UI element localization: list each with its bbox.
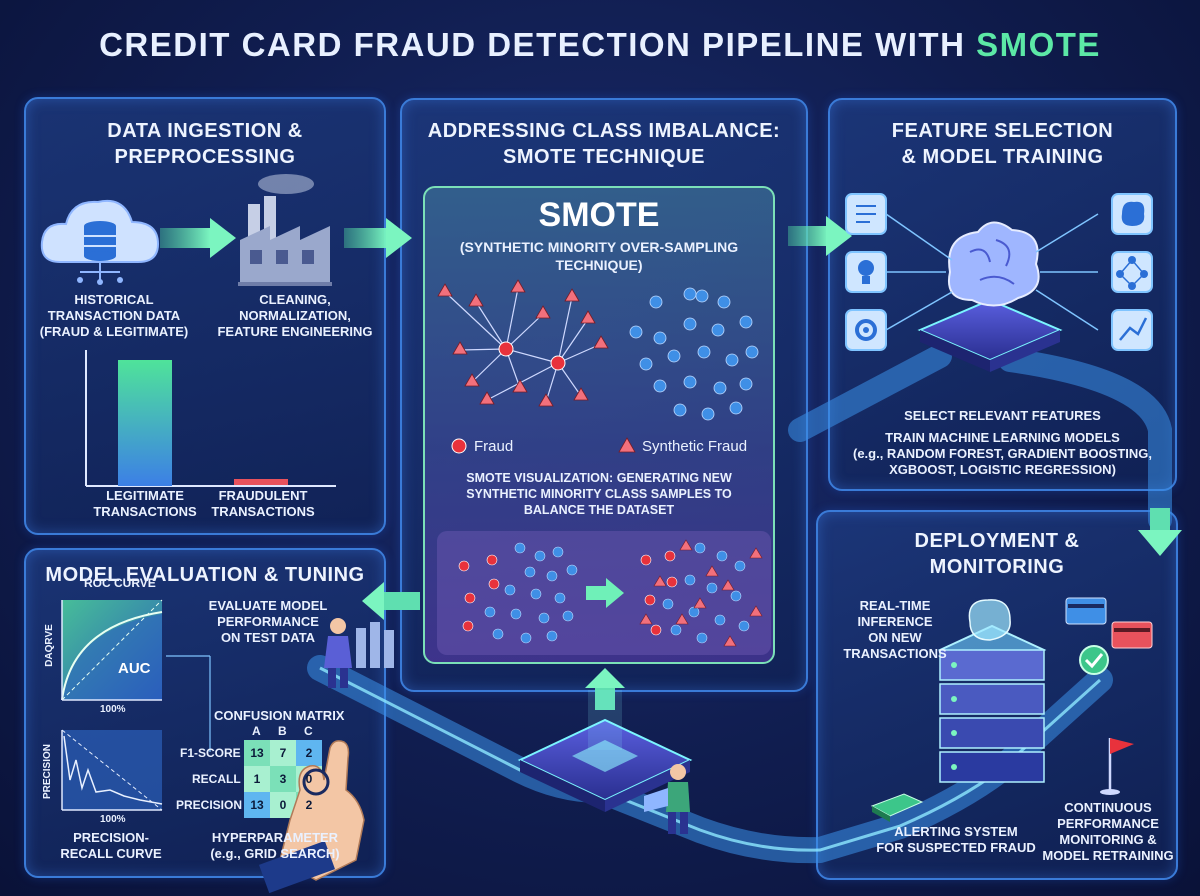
cm-cell: 0 [279, 798, 287, 812]
person-laptop-icon [644, 764, 690, 834]
cloud-database-icon [40, 200, 160, 285]
pr-chart [61, 729, 163, 811]
arrow-smote-to-training [788, 216, 852, 256]
pr-ylabel: PRECISION [42, 743, 54, 800]
training-caption: SELECT RELEVANT FEATURES TRAIN MACHINE L… [852, 408, 1152, 477]
smote-before-plot [458, 542, 578, 644]
smote-title: ADDRESSING CLASS IMBALANCE: SMOTE TECHNI… [427, 120, 781, 168]
trend-chart-icon [1111, 309, 1153, 351]
cm-row-precision: PRECISION [176, 798, 243, 812]
title-accent: SMOTE [976, 26, 1101, 63]
hyperparameter-caption: HYPERPARAMETER (e.g., GRID SEARCH) [210, 830, 340, 861]
server-icon [937, 599, 1047, 783]
smote-subtitle: (SYNTHETIC MINORITY OVER-SAMPLING TECHNI… [459, 239, 739, 273]
pr-caption: PRECISION- RECALL CURVE [60, 830, 162, 861]
network-icon [1111, 251, 1153, 293]
bar-legitimate [118, 360, 172, 486]
cm-col-c: C [304, 724, 313, 738]
cm-title: CONFUSION MATRIX [214, 708, 345, 723]
legend-fraud-marker [451, 438, 467, 454]
roc-ylabel: DAQRVE [43, 624, 55, 667]
deployment-title: DEPLOYMENT & MONITORING [914, 530, 1080, 578]
arrow-ingestion-to-clean [160, 218, 236, 258]
cm-cell: 1 [253, 772, 261, 786]
page-title: CREDIT CARD FRAUD DETECTION PIPELINE WIT… [0, 26, 1200, 64]
roc-title: ROC CURVE [84, 576, 156, 590]
legend-synthetic-marker [618, 437, 636, 453]
cm-row-f1: F1-SCORE [180, 746, 241, 760]
cm-cell: 0 [305, 772, 313, 786]
pipeline-path-training [788, 344, 952, 442]
smote-heading: SMOTE [538, 196, 660, 234]
bar-fraud-label: FRAUDULENT TRANSACTIONS [211, 488, 315, 519]
realtime-caption: REAL-TIME INFERENCE ON NEW TRANSACTIONS [843, 598, 947, 661]
bulb-icon [845, 251, 887, 293]
hand-icon [258, 740, 365, 894]
check-icon [1079, 645, 1109, 675]
cm-cell: 13 [250, 798, 264, 812]
evaluation-title: MODEL EVALUATION & TUNING [45, 564, 365, 586]
arrow-smote-to-evaluation [362, 582, 420, 620]
credit-card-icon [1065, 597, 1153, 649]
smote-definition-box [423, 186, 775, 664]
gear-icon [845, 309, 887, 351]
alerting-caption: ALERTING SYSTEM FOR SUSPECTED FRAUD [876, 824, 1036, 855]
cm-cell: 13 [250, 746, 264, 760]
cm-cell: 7 [279, 746, 287, 760]
legend-fraud-label: Fraud [474, 438, 514, 455]
roc-chart [61, 599, 163, 701]
smote-transform-arrow [586, 578, 624, 608]
cm-col-a: A [252, 724, 261, 738]
smote-synthetic-points [437, 279, 609, 407]
training-title: FEATURE SELECTION & MODEL TRAINING [891, 120, 1114, 168]
legend-synthetic-label: Synthetic Fraud [642, 438, 748, 455]
bar-fraudulent [234, 479, 288, 485]
title-main: CREDIT CARD FRAUD DETECTION PIPELINE WIT… [99, 26, 977, 63]
smote-viz-caption: SMOTE VISUALIZATION: GENERATING NEW SYNT… [466, 471, 732, 517]
source-caption: HISTORICAL TRANSACTION DATA (FRAUD & LEG… [39, 292, 189, 339]
smote-network-graph [444, 287, 602, 403]
smote-after-plot [639, 539, 763, 647]
cleaning-caption: CLEANING, NORMALIZATION, FEATURE ENGINEE… [217, 292, 373, 339]
cm-cell: 3 [279, 772, 287, 786]
roc-auc: AUC [118, 660, 151, 677]
central-platform [517, 690, 693, 812]
arrow-ingestion-to-smote [344, 218, 412, 258]
factory-icon [238, 174, 332, 286]
cm-cell: 2 [305, 798, 313, 812]
alert-device-icon [870, 793, 924, 822]
cm-row-recall: RECALL [192, 772, 241, 786]
smote-legit-cluster [629, 287, 759, 421]
monitoring-caption: CONTINUOUS PERFORMANCE MONITORING & MODE… [1042, 800, 1174, 863]
arrow-platform-to-smote [585, 668, 625, 710]
cm-col-b: B [278, 724, 287, 738]
ingestion-title: DATA INGESTION & PREPROCESSING [107, 120, 303, 168]
document-icon [845, 193, 887, 235]
smote-fraud-points [498, 341, 566, 371]
person-icon [324, 618, 394, 688]
pipeline-path-right [998, 348, 1172, 532]
evaluate-caption: EVALUATE MODEL PERFORMANCE ON TEST DATA [208, 598, 328, 645]
imbalance-bar-chart [85, 350, 336, 487]
pr-xlabel: 100% [100, 814, 126, 825]
cm-cell: 2 [305, 746, 313, 760]
arrow-training-to-deployment [1138, 508, 1182, 556]
brain-small-icon [1111, 193, 1153, 235]
roc-xlabel: 100% [100, 704, 126, 715]
brain-icon [885, 213, 1099, 372]
bar-legit-label: LEGITIMATE TRANSACTIONS [93, 488, 197, 519]
panel-data-ingestion [24, 97, 386, 535]
flag-icon [1100, 738, 1134, 795]
